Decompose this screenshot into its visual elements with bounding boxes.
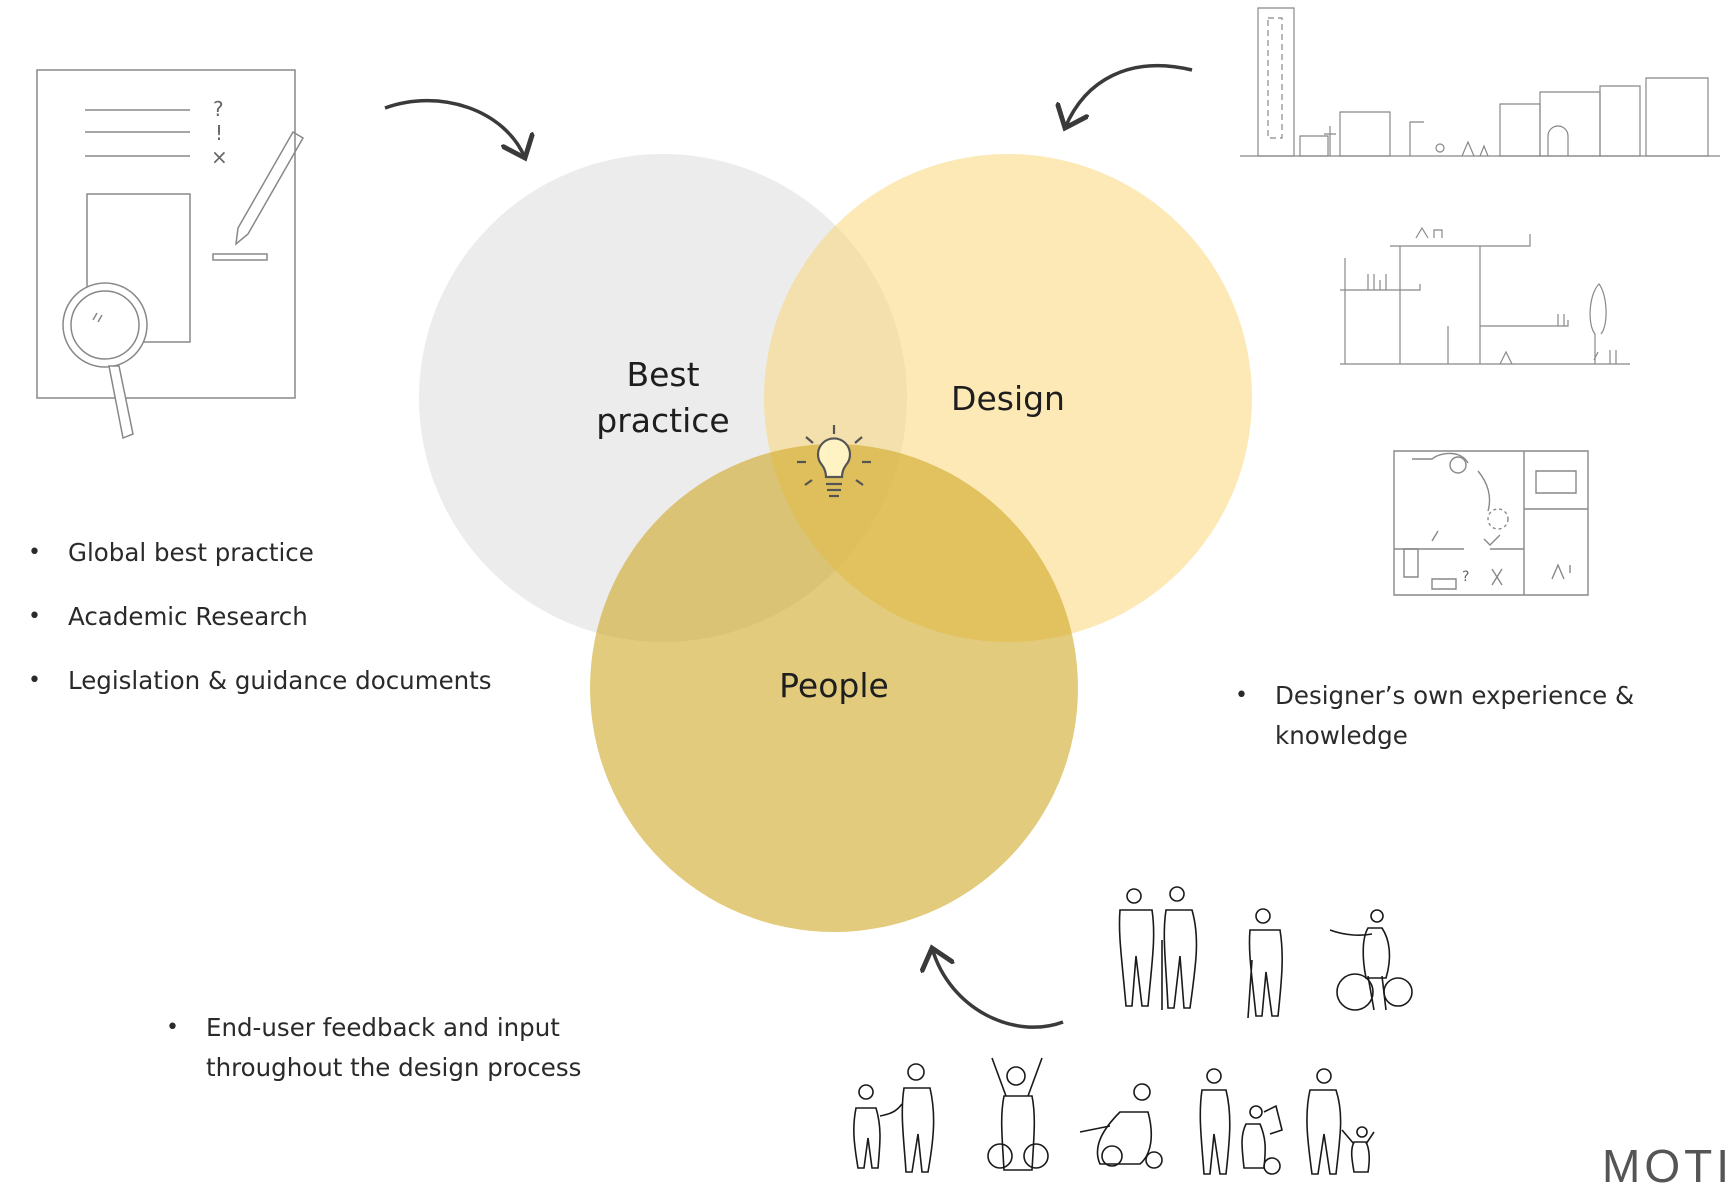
floor-plan-icon: ?	[1392, 449, 1592, 599]
list-item: Designer’s own experience & knowledge	[1235, 676, 1675, 756]
arrow-to-best-practice-icon	[384, 99, 525, 158]
lightbulb-icon	[797, 425, 871, 498]
building-section-icon	[1340, 218, 1630, 368]
arrow-to-people-icon	[932, 948, 1064, 1029]
people-circle	[590, 444, 1078, 932]
people-label-line-1: People	[779, 666, 889, 705]
svg-text:!: !	[215, 121, 223, 145]
svg-text:?: ?	[1462, 569, 1469, 585]
arrow-to-design-icon	[1065, 64, 1193, 128]
people-source-list: End-user feedback and input throughout t…	[166, 1008, 626, 1088]
best-practice-label-line-1: Best	[626, 355, 700, 394]
list-item: Academic Research	[28, 597, 492, 637]
design-label: Design	[918, 376, 1098, 422]
people-label: People	[744, 663, 924, 709]
svg-text:×: ×	[211, 145, 228, 169]
list-item: End-user feedback and input throughout t…	[166, 1008, 626, 1088]
document-with-magnifier-and-pencil-icon: ? ! ×	[35, 70, 345, 440]
svg-text:?: ?	[213, 97, 224, 121]
diverse-people-figures-icon	[820, 880, 1520, 1172]
best-practice-label: Best practice	[573, 352, 753, 444]
list-item: Global best practice	[28, 533, 492, 573]
street-elevation-icon	[1240, 8, 1720, 158]
brand-logo: MOTIO	[1602, 1140, 1729, 1192]
design-label-line-1: Design	[951, 379, 1065, 418]
best-practice-source-list: Global best practice Academic Research L…	[28, 533, 492, 701]
best-practice-label-line-2: practice	[596, 401, 730, 441]
list-item: Legislation & guidance documents	[28, 661, 492, 701]
design-source-list: Designer’s own experience & knowledge	[1235, 676, 1675, 756]
